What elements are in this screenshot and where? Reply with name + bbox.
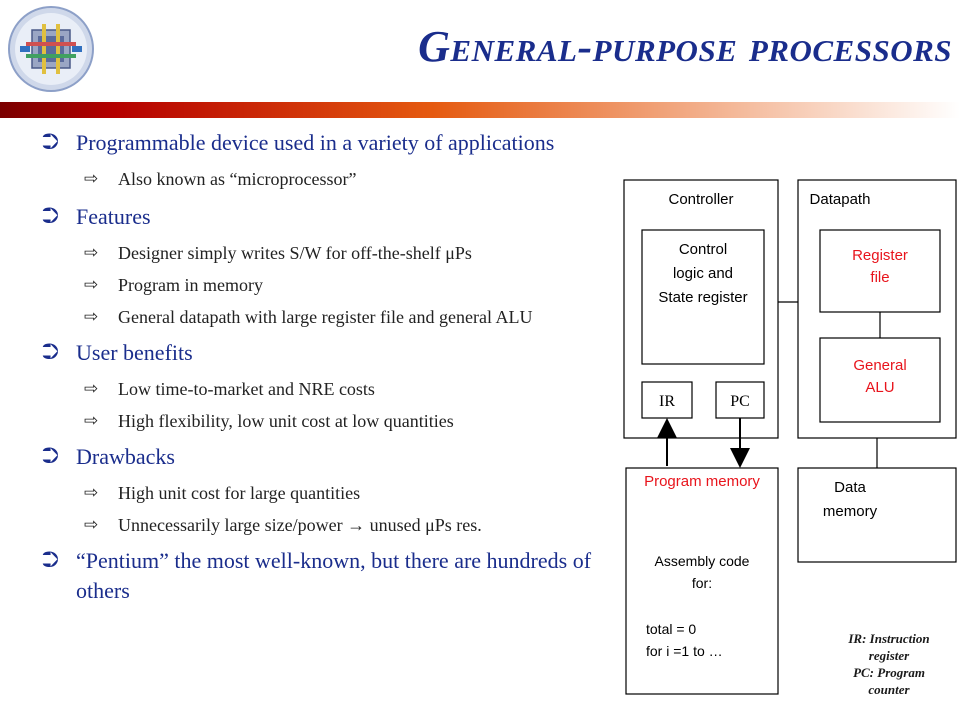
sub-bullet-item: ⇨ Designer simply writes S/W for off-the… xyxy=(84,243,472,263)
alu-line-2: ALU xyxy=(865,379,894,396)
register-file-box xyxy=(819,229,941,313)
abbreviation-legend: IR: Instruction register PC: Program cou… xyxy=(822,630,956,698)
program-memory-box xyxy=(625,467,779,695)
title-divider-bar xyxy=(0,102,960,118)
bullet-item: ⮊ Drawbacks xyxy=(42,442,622,472)
outline-arrow-icon: ⇨ xyxy=(84,243,99,263)
bullet-item: ⮊ “Pentium” the most well-known, but the… xyxy=(42,548,592,603)
code-line-3: total = 0 xyxy=(646,621,696,637)
outline-arrow-icon: ⇨ xyxy=(84,275,99,295)
legend-ir-line-2: register xyxy=(868,648,910,663)
slide-title: General-purpose processors xyxy=(418,22,952,71)
bullet-item: ⮊ User benefits xyxy=(42,338,622,368)
outline-arrow-icon: ⇨ xyxy=(84,411,99,431)
outline-arrow-icon: ⇨ xyxy=(84,483,99,503)
control-logic-line-2: logic and xyxy=(673,265,733,282)
register-file-line-1: Register xyxy=(852,247,908,264)
arrow-bullet-icon: ⮊ xyxy=(42,444,59,469)
controller-label: Controller xyxy=(668,191,733,208)
arrow-bullet-icon: ⮊ xyxy=(42,204,59,229)
data-memory-box xyxy=(797,467,957,563)
code-line-1: Assembly code xyxy=(655,553,750,569)
pc-box xyxy=(715,381,765,419)
ir-box xyxy=(641,381,693,419)
bullet-list: ⮊ Programmable device used in a variety … xyxy=(42,122,622,606)
sub-bullet-item: ⇨ Program in memory xyxy=(84,275,263,295)
sub-bullet-item: ⇨ Unnecessarily large size/power → unuse… xyxy=(84,515,482,535)
code-line-2: for: xyxy=(692,575,712,591)
outline-arrow-icon: ⇨ xyxy=(84,307,99,327)
sub-bullet-item: ⇨ General datapath with large register f… xyxy=(84,307,533,327)
data-memory-line-2: memory xyxy=(823,503,878,520)
ir-label: IR xyxy=(659,393,675,410)
legend-pc-line-1: PC: Program xyxy=(853,665,925,680)
legend-pc-line-2: counter xyxy=(868,682,910,697)
program-memory-label: Program memory xyxy=(644,473,760,490)
bullet-item: ⮊ Programmable device used in a variety … xyxy=(42,128,622,158)
alu-line-1: General xyxy=(853,357,906,374)
sub-bullet-item: ⇨ Low time-to-market and NRE costs xyxy=(84,379,375,399)
processor-block-diagram: Controller Control logic and State regis… xyxy=(623,179,957,695)
alu-box xyxy=(819,337,941,423)
outline-arrow-icon: ⇨ xyxy=(84,379,99,399)
sub-bullet-item: ⇨ High unit cost for large quantities xyxy=(84,483,361,503)
outline-arrow-icon: ⇨ xyxy=(84,169,99,189)
chip-logo-icon xyxy=(8,6,94,92)
bullet-item: ⮊ Features xyxy=(42,202,622,232)
sub-bullet-item: ⇨ Also known as “microprocessor” xyxy=(84,169,357,189)
code-line-4: for i =1 to … xyxy=(646,643,723,659)
arrow-bullet-icon: ⮊ xyxy=(42,340,59,365)
arrow-bullet-icon: ⮊ xyxy=(42,130,59,155)
outline-arrow-icon: ⇨ xyxy=(84,515,99,535)
control-logic-line-1: Control xyxy=(679,241,727,258)
control-logic-box xyxy=(641,229,765,365)
arrow-bullet-icon: ⮊ xyxy=(42,548,59,573)
pc-label: PC xyxy=(730,393,750,410)
data-memory-line-1: Data xyxy=(834,479,866,496)
register-file-line-2: file xyxy=(870,269,889,286)
datapath-label: Datapath xyxy=(810,191,871,208)
sub-bullet-item: ⇨ High flexibility, low unit cost at low… xyxy=(84,411,454,431)
control-logic-line-3: State register xyxy=(658,289,747,306)
legend-ir-line-1: IR: Instruction xyxy=(848,631,930,646)
